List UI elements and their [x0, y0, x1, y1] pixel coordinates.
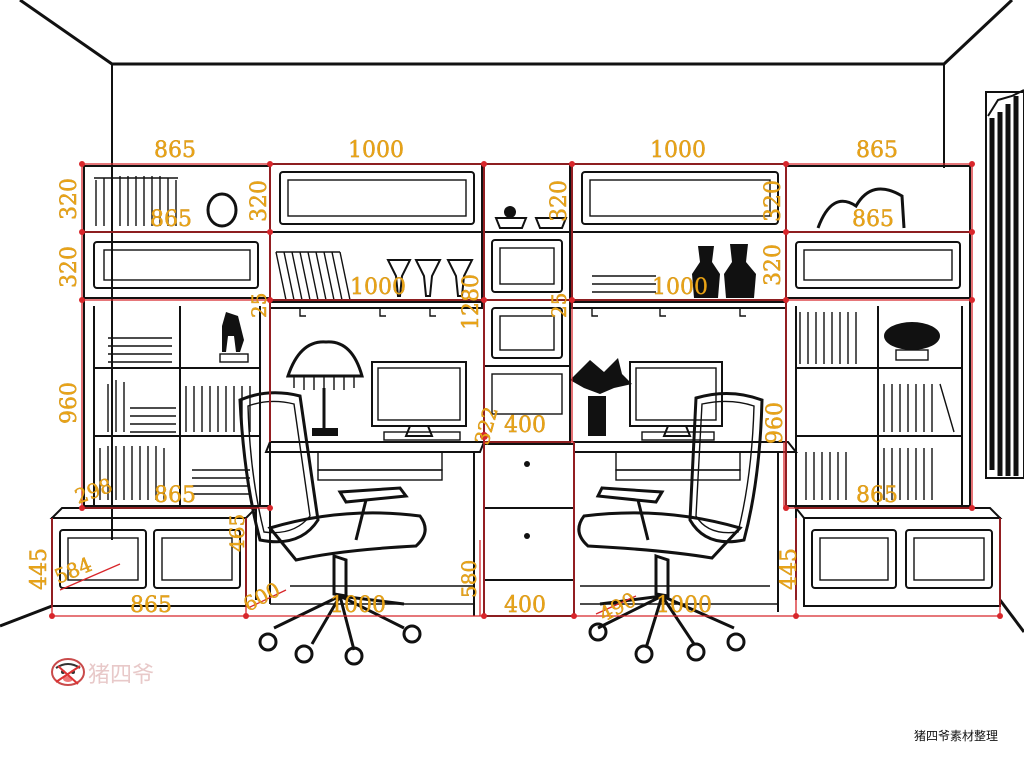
dim-right-desk-width: 1000 — [656, 593, 712, 618]
dim-left-base-inset: 298 — [72, 473, 116, 509]
dim-right-bookcase-height: 960 — [763, 402, 788, 444]
right-base-cabinet — [793, 507, 1003, 607]
books-icon — [592, 275, 656, 293]
dimension-lines — [49, 161, 1003, 619]
center-column — [483, 163, 575, 617]
dim-left-desk-width: 1000 — [330, 593, 386, 618]
decor-bowls-icon — [494, 206, 568, 229]
dim-right-knee-depth: 490 — [595, 587, 640, 626]
books-icon — [799, 312, 955, 500]
left-bookcase — [83, 297, 271, 507]
dim-center-tall: 1280 — [459, 274, 484, 330]
right-office-chair-icon — [577, 391, 764, 664]
dim-left-bookcase-width: 865 — [154, 483, 196, 508]
dim-right-base-height: 445 — [777, 548, 802, 590]
books-icon — [94, 176, 178, 226]
right-bookcase — [785, 297, 971, 507]
dim-top-mid-right-width: 1000 — [650, 138, 706, 163]
dim-left-cab-height: 320 — [247, 180, 272, 222]
dim-left-height-lower: 320 — [57, 246, 82, 288]
books-icon — [275, 251, 351, 301]
dim-right-bookcase-width: 865 — [856, 483, 898, 508]
dim-desk-height: 322 — [470, 404, 503, 447]
dim-left-inner-width: 865 — [150, 207, 192, 232]
left-desk — [264, 441, 486, 616]
pig-mascot-icon — [51, 658, 85, 686]
window-curtain — [985, 89, 1024, 479]
dimension-labels: 865 1000 1000 865 320 320 865 320 320 32… — [27, 138, 898, 627]
room-walls — [0, 0, 1024, 633]
dim-left-base-height: 445 — [27, 548, 52, 590]
caption-text: 猪四爷素材整理 — [913, 729, 998, 743]
dim-left-base-width: 865 — [130, 593, 172, 618]
dim-left-bookcase-height: 960 — [57, 382, 82, 424]
dim-right-inner-width: 865 — [852, 207, 894, 232]
dim-right-height-lower: 320 — [761, 244, 786, 286]
dim-drawer-unit-height: 580 — [457, 560, 481, 598]
vases-icon — [386, 259, 474, 297]
dim-top-right-width: 865 — [856, 138, 898, 163]
arch-sculpture-icon — [816, 187, 906, 229]
dim-left-height-upper: 320 — [57, 178, 82, 220]
right-desk — [573, 441, 799, 612]
dim-mid-right-shelf: 1000 — [652, 275, 708, 300]
plate-ornament-icon — [206, 192, 238, 228]
dim-center-height-upper: 320 — [547, 180, 572, 222]
dim-leg-gap: 465 — [225, 514, 249, 552]
dim-top-left-width: 865 — [154, 138, 196, 163]
dim-top-mid-left-width: 1000 — [348, 138, 404, 163]
books-icon — [99, 337, 251, 500]
dim-right-cab-height: 320 — [761, 180, 786, 222]
black-vases-icon — [692, 244, 756, 298]
dim-drawer-width-top: 400 — [504, 413, 546, 438]
dim-mid-left-shelf: 1000 — [350, 275, 406, 300]
dim-drawer-width-bottom: 400 — [504, 593, 546, 618]
watermark-logo: 猪四爷 — [51, 658, 154, 688]
horse-statue-icon — [219, 312, 249, 363]
dim-left-base-depth: 584 — [51, 552, 95, 589]
dim-shelf-gap-right: 25 — [547, 293, 571, 318]
potted-plant-icon — [570, 358, 632, 436]
desk-lamp-icon — [285, 340, 364, 436]
left-monitor-icon — [371, 361, 467, 441]
right-monitor-icon — [629, 361, 723, 441]
left-office-chair-icon — [238, 391, 427, 666]
bonsai-icon — [884, 322, 940, 361]
dim-shelf-gap-left: 25 — [247, 293, 271, 318]
watermark-logo-text: 猪四爷 — [88, 663, 154, 688]
